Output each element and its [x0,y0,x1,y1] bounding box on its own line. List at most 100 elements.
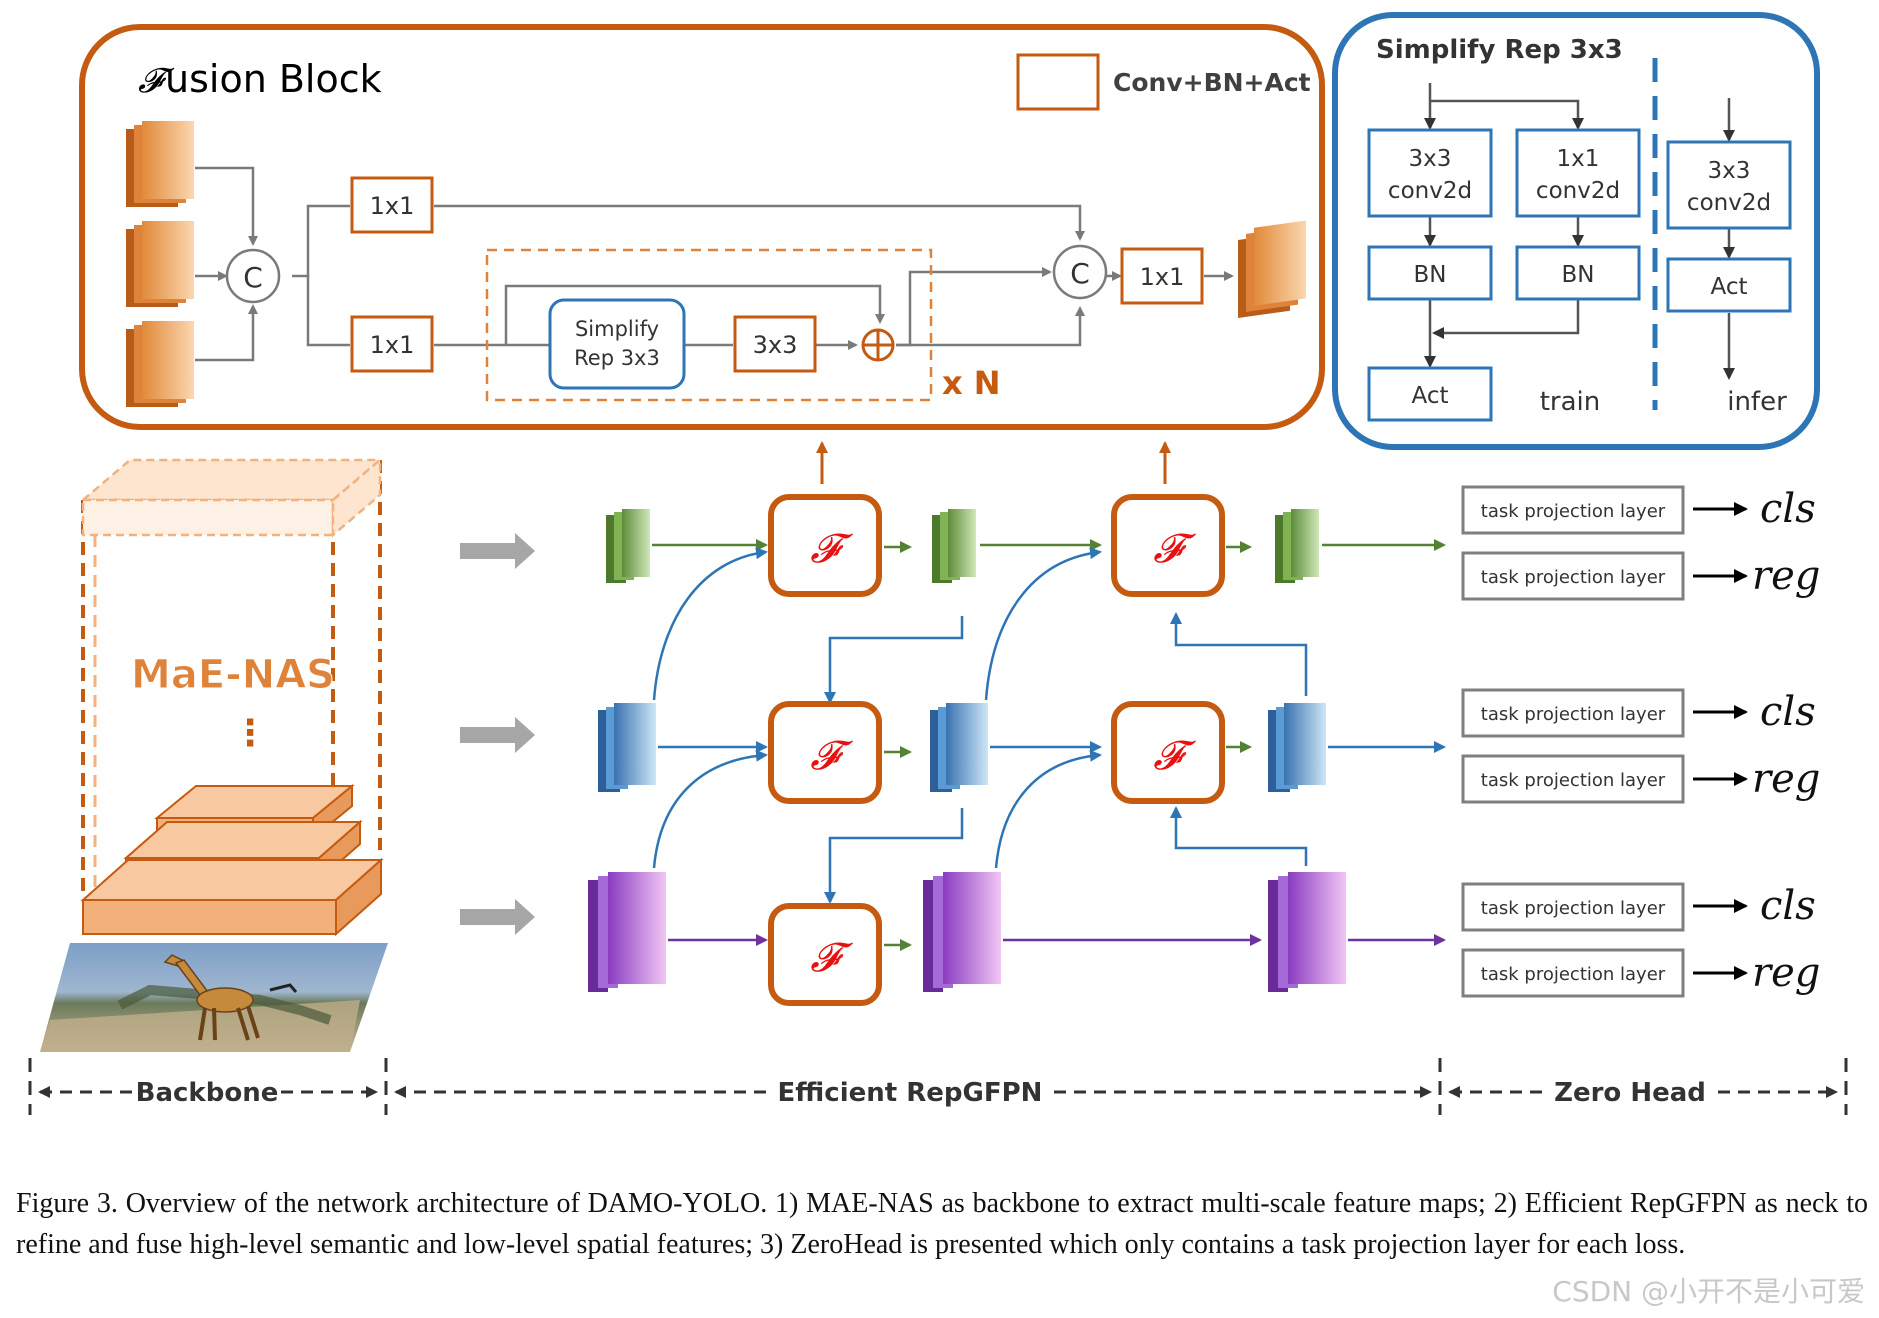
backbone-label: MaE-NAS [131,652,335,698]
svg-text:3x3: 3x3 [1708,158,1751,184]
neck-fusion-node-5: 𝓕 [768,903,882,1006]
svg-text:task projection layer: task projection layer [1481,770,1666,791]
fusion-conv1x1-bottom: 1x1 [350,315,434,373]
neck-fusion-node-1: 𝓕 [768,494,882,597]
backbone-section: MaE-NAS ⋮ [40,457,535,1052]
fusion-input-stack-3 [126,321,194,407]
fusion-conv1x1-top: 1x1 [350,176,434,234]
feature-stack-green-2 [932,509,976,583]
srep-act-train: Act [1367,366,1493,422]
svg-text:3x3: 3x3 [753,331,798,359]
svg-text:3x3: 3x3 [1409,146,1452,172]
svg-text:Simplify: Simplify [575,317,659,341]
feature-stack-blue-3 [1268,703,1326,792]
simplify-rep-box: Simplify Rep 3x3 [548,298,686,390]
neck-fusion-node-4: 𝓕 [1111,701,1225,804]
svg-text:C: C [243,261,263,294]
reg-output-2: reg [1752,756,1820,802]
head-proj-reg-3: task projection layer [1461,948,1685,998]
svg-text:conv2d: conv2d [1388,178,1472,204]
section-head-label: Zero Head [1554,1078,1706,1108]
feature-stack-blue-2 [930,703,988,792]
giraffe-figure [163,954,260,1041]
svg-text:C: C [1070,257,1090,290]
input-image [40,943,388,1052]
concat-node-1: C [225,248,281,304]
svg-text:task projection layer: task projection layer [1481,898,1666,919]
concat-node-2: C [1052,244,1108,300]
svg-text:conv2d: conv2d [1687,190,1771,216]
section-backbone-label: Backbone [136,1078,279,1108]
fusion-input-stack-1 [126,121,194,207]
svg-text:conv2d: conv2d [1536,178,1620,204]
svg-text:Act: Act [1412,383,1449,409]
fusion-block-panel: 𝓕 usion Block Conv+BN+Act [79,24,1325,430]
simplify-rep-border [1332,12,1820,450]
neck-fusion-node-2: 𝓕 [1111,494,1225,597]
section-labels: Backbone Efficient RepGFPN Zero Head [28,1058,1848,1115]
neck-section: 𝓕 𝓕 𝓕 𝓕 𝓕 [588,441,1446,1006]
srep-act-infer: Act [1666,257,1792,313]
head-proj-reg-1: task projection layer [1461,551,1685,601]
svg-text:BN: BN [1414,262,1447,288]
head-proj-cls-1: task projection layer [1461,485,1685,535]
svg-text:1x1: 1x1 [370,192,415,220]
reg-output-1: reg [1752,553,1820,599]
feature-stack-purple-3 [1268,872,1346,992]
feature-stack-blue-1 [598,703,656,792]
cls-output-1: cls [1760,486,1816,532]
feature-stack-purple-2 [923,872,1001,992]
svg-text:Rep 3x3: Rep 3x3 [574,346,660,370]
head-proj-cls-3: task projection layer [1461,882,1685,932]
figure-caption: Figure 3. Overview of the network archit… [16,1188,1868,1260]
backbone-output-arrows [460,533,535,935]
head-proj-reg-2: task projection layer [1461,754,1685,804]
svg-text:1x1: 1x1 [370,331,415,359]
train-label: train [1540,387,1601,417]
fusion-block-border [79,24,1325,430]
svg-text:task projection layer: task projection layer [1481,704,1666,725]
fusion-input-stack-2 [126,221,194,307]
backbone-top-box [79,457,384,538]
fusion-block-title: usion Block [165,57,382,101]
feature-stack-green-1 [606,509,650,583]
cls-output-3: cls [1760,883,1816,929]
head-section: task projection layer task projection la… [1461,485,1820,998]
add-node [861,328,895,362]
svg-text:task projection layer: task projection layer [1481,567,1666,588]
svg-text:task projection layer: task projection layer [1481,964,1666,985]
srep-bn-1: BN [1367,245,1493,301]
fusion-output-stack [1238,220,1306,319]
watermark: CSDN @小开不是小可爱 [1552,1275,1865,1308]
section-neck-label: Efficient RepGFPN [778,1078,1043,1108]
neck-fusion-node-3: 𝓕 [768,701,882,804]
svg-text:1x1: 1x1 [1140,263,1185,291]
reg-output-3: reg [1752,950,1820,996]
srep-conv3x3: 3x3 conv2d [1367,128,1493,218]
fusion-connectors [195,166,1234,362]
srep-conv3x3-infer: 3x3 conv2d [1666,140,1792,230]
feature-stack-purple-1 [588,872,666,992]
repeat-region [485,248,933,402]
svg-text:task projection layer: task projection layer [1481,501,1666,522]
legend-box [1016,53,1100,111]
backbone-stage-1 [80,857,384,937]
legend-label: Conv+BN+Act [1113,68,1311,97]
repeat-label: x N [942,364,1001,402]
fusion-conv1x1-out: 1x1 [1120,247,1204,305]
fusion-conv3x3: 3x3 [733,315,817,373]
svg-text:1x1: 1x1 [1557,146,1600,172]
feature-stack-green-3 [1275,509,1319,583]
backbone-dots: ⋮ [232,713,268,754]
head-proj-cls-2: task projection layer [1461,688,1685,738]
infer-label: infer [1727,387,1787,417]
srep-bn-2: BN [1515,245,1641,301]
svg-text:BN: BN [1562,262,1595,288]
cls-output-2: cls [1760,689,1816,735]
svg-text:Act: Act [1711,274,1748,300]
srep-conv1x1: 1x1 conv2d [1515,128,1641,218]
backbone-dashed-box [81,460,382,898]
simplify-rep-panel: Simplify Rep 3x3 3x3 conv2d 1x1 conv2d B… [1332,12,1820,450]
simplify-rep-title: Simplify Rep 3x3 [1376,35,1623,65]
